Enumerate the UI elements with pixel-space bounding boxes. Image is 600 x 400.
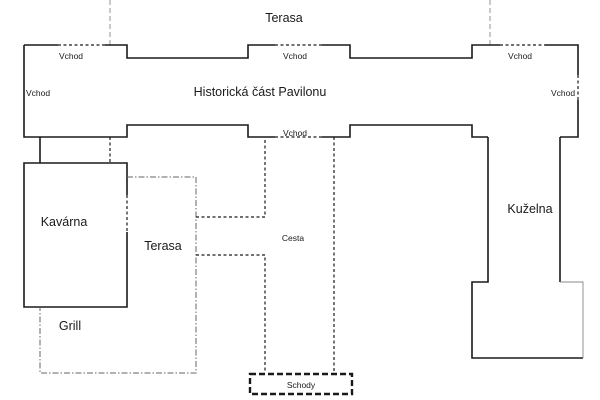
vchod-right-label: Vchod: [551, 88, 575, 98]
vchod-top-mid-label: Vchod: [283, 51, 307, 61]
schody-box: [248, 372, 354, 396]
vchod-top-right-label: Vchod: [508, 51, 532, 61]
terasa-mid-label: Terasa: [144, 239, 182, 253]
vchod-left-label: Vchod: [26, 88, 50, 98]
pavilon-outline: [23, 44, 579, 138]
vchod-bottom-label: Vchod: [283, 128, 307, 138]
cesta-path: [196, 137, 335, 373]
vchod-top-left-label: Vchod: [59, 51, 83, 61]
cesta-label: Cesta: [282, 233, 304, 243]
kuzelna-room: [471, 137, 584, 359]
schody-label: Schody: [287, 380, 316, 390]
terasa-mid-boundary: [39, 176, 197, 374]
kavarna-room: [23, 162, 128, 308]
kuzelna-label: Kuželna: [507, 202, 552, 216]
terasa-top-label: Terasa: [265, 11, 303, 25]
pavilon-label: Historická část Pavilonu: [194, 85, 327, 99]
kavarna-label: Kavárna: [41, 215, 88, 229]
grill-label: Grill: [59, 319, 81, 333]
